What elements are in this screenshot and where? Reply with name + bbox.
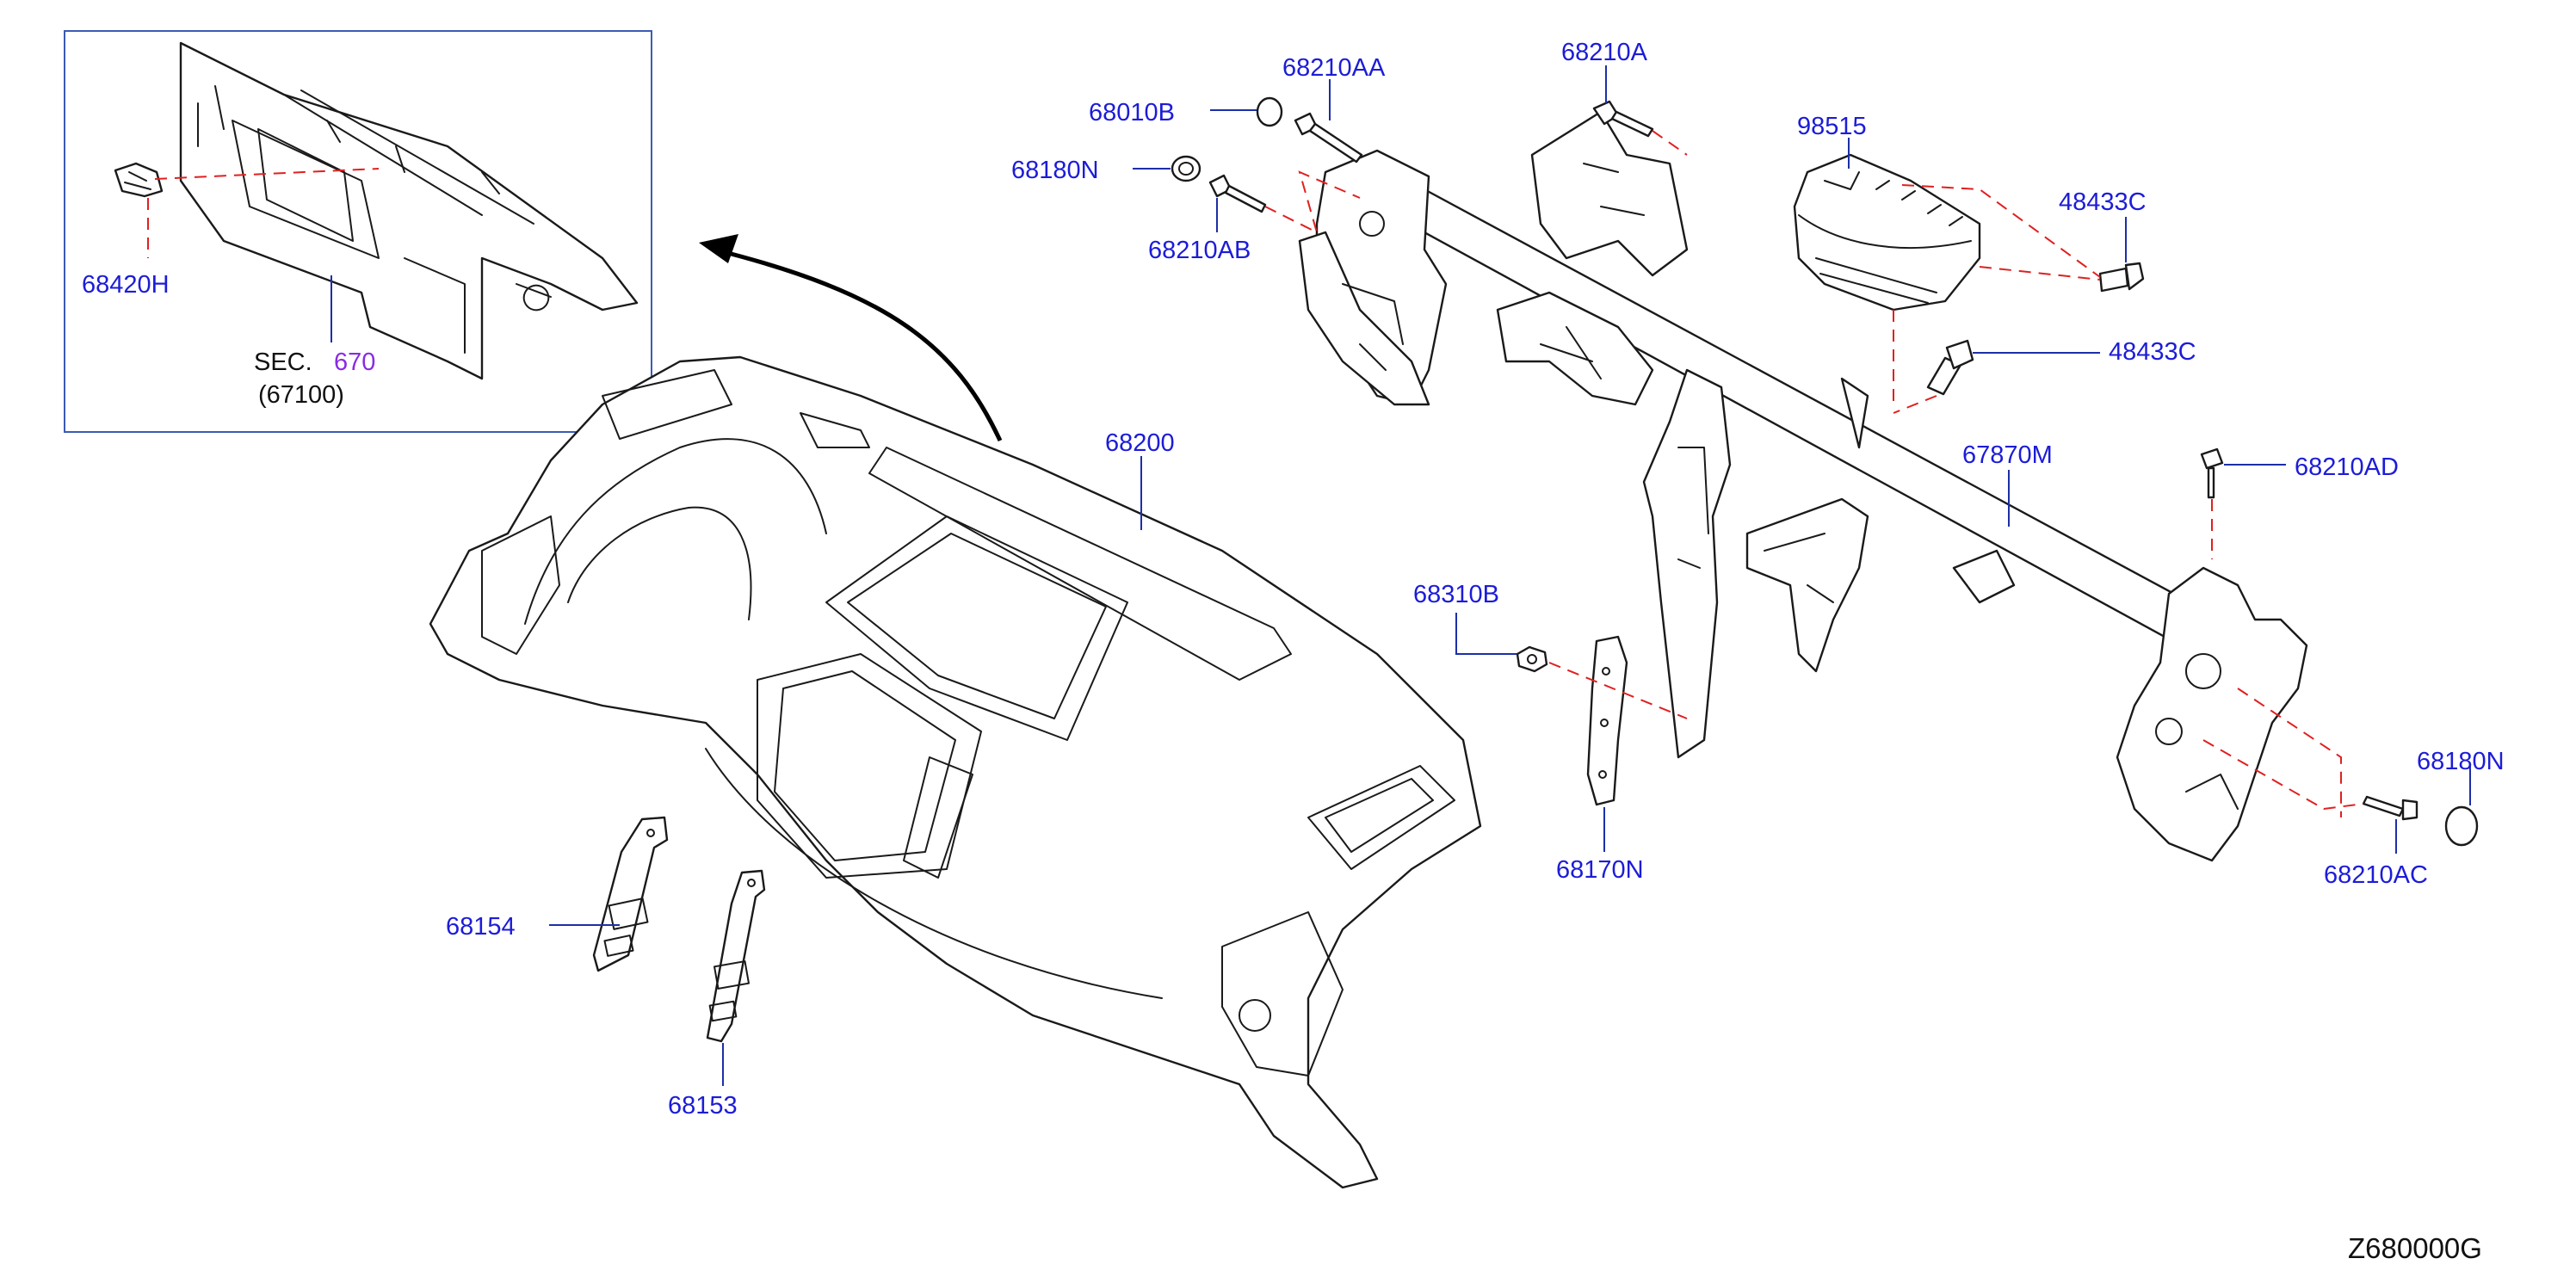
cap-68180n-right [2444, 805, 2479, 847]
bracket-68170n [1586, 635, 1628, 806]
bolt-68210a [1592, 100, 1654, 138]
part-label-68170n[interactable]: 68170N [1556, 856, 1644, 884]
part-label-48433c-mid[interactable]: 48433C [2109, 338, 2196, 366]
part-label-68154[interactable]: 68154 [446, 913, 516, 941]
grommet-68180n-top [1171, 155, 1202, 182]
cap-68010b [1256, 96, 1283, 127]
bolt-68210ac [2362, 795, 2418, 821]
airbag-module-98515 [1793, 153, 1981, 312]
guide-48433c-top [1979, 266, 2101, 281]
section-number[interactable]: 670 [334, 349, 375, 376]
part-label-98515[interactable]: 98515 [1797, 113, 1867, 140]
part-label-48433c-top[interactable]: 48433C [2059, 188, 2147, 216]
section-reference: (67100) [258, 381, 344, 409]
part-label-68180n-right[interactable]: 68180N [2417, 748, 2505, 775]
part-label-68210ac[interactable]: 68210AC [2324, 861, 2428, 889]
guide-48433c-mid-b [1893, 395, 1937, 414]
part-label-68010b[interactable]: 68010B [1089, 99, 1175, 126]
inset-guide-dash [154, 168, 380, 180]
part-label-68200[interactable]: 68200 [1105, 429, 1175, 457]
guide-68210a [1652, 130, 1688, 156]
section-prefix: SEC. [254, 349, 312, 376]
part-label-68310b[interactable]: 68310B [1413, 581, 1499, 608]
detail-arrow [699, 234, 1003, 442]
part-label-67870m[interactable]: 67870M [1962, 441, 2053, 469]
diagram-code: Z680000G [2348, 1232, 2482, 1264]
guide-68310b [1548, 662, 1688, 719]
part-label-68153[interactable]: 68153 [668, 1092, 738, 1120]
part-label-68180n-top[interactable]: 68180N [1011, 157, 1099, 184]
clip-68420h [114, 162, 164, 198]
part-label-68210ab[interactable]: 68210AB [1148, 237, 1251, 264]
guide-68210ab [1264, 170, 1361, 234]
leader-68310b [1455, 613, 1517, 655]
part-label-68420h[interactable]: 68420H [82, 271, 170, 299]
inset-panel-art [179, 41, 639, 380]
bracket-68154 [592, 816, 669, 972]
bracket-68153 [706, 869, 766, 1043]
inset-frame [64, 30, 652, 433]
bolt-68210aa [1294, 112, 1363, 163]
part-label-68210a[interactable]: 68210A [1561, 39, 1648, 66]
nut-68310b [1516, 645, 1548, 673]
guide-48433c-top-b [1901, 184, 2101, 278]
inset-detail: 68420H SEC. 670 (67100) [64, 30, 652, 433]
bolt-68210ab [1208, 174, 1267, 213]
bolt-48433c-top [2098, 262, 2145, 293]
part-label-68210ad[interactable]: 68210AD [2295, 453, 2399, 481]
bolt-68210ad [2200, 447, 2224, 499]
guide-68210ac [2202, 688, 2364, 817]
part-label-68210aa[interactable]: 68210AA [1282, 54, 1386, 82]
instrument-panel-68200 [429, 355, 1482, 1189]
steering-member-67870m [1298, 110, 2308, 862]
bolt-48433c-mid [1926, 339, 1974, 396]
